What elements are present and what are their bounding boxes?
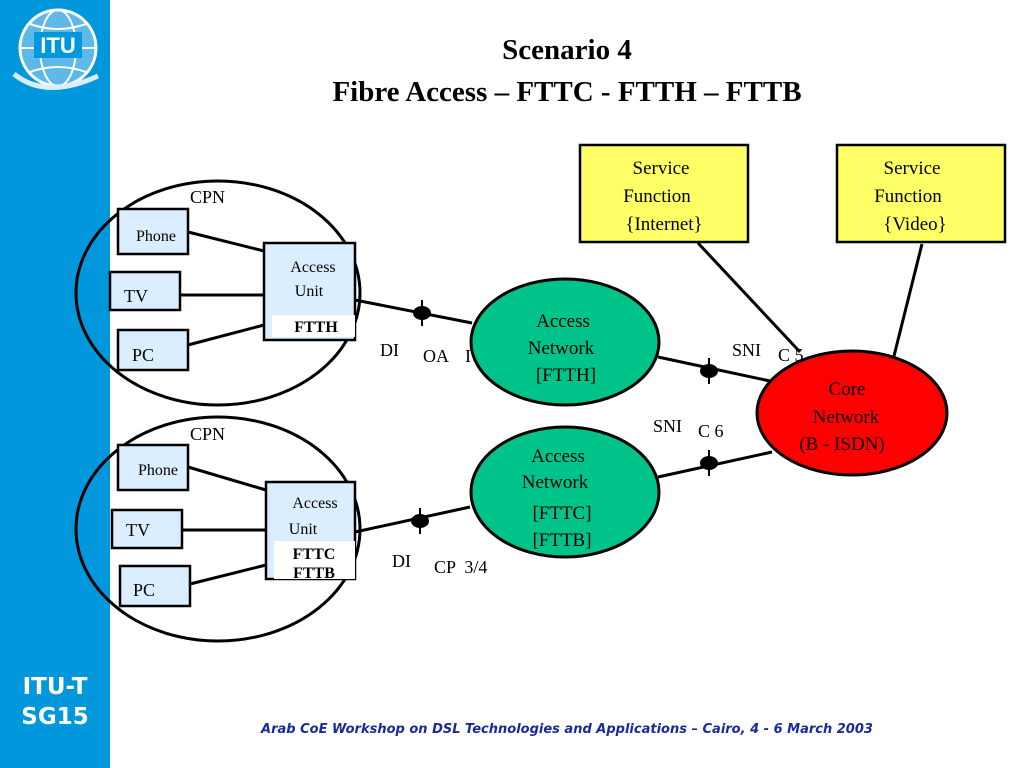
access-network-top: Access Network [FTTH] — [469, 277, 661, 407]
access-network-bottom-line1: Access — [531, 446, 585, 467]
access-unit-bottom-line2: Unit — [289, 521, 318, 538]
service-function-internet-box — [578, 143, 750, 244]
access-unit-bottom-type-line2: FTTB — [293, 565, 335, 582]
sni-bottom-label: SNI — [653, 416, 682, 436]
access-network-top-line1: Access — [536, 311, 590, 332]
pc-box-top — [116, 328, 190, 372]
access-network-top-shape — [469, 277, 661, 407]
sidebar-label-line2: SG15 — [21, 704, 89, 730]
tv-box-top — [108, 270, 182, 312]
sni-top-label: SNI — [732, 340, 761, 360]
pc-label-bottom: PC — [133, 580, 155, 600]
cpn-top-label: CPN — [190, 187, 225, 207]
access-network-top-line2: Network — [528, 338, 595, 359]
tv-box-bottom — [110, 508, 184, 550]
access-network-bottom: Access Network [FTTC] [FTTB] — [469, 425, 661, 559]
service-video-line2: Function — [874, 186, 942, 207]
interface-marker-di-top — [413, 300, 431, 326]
cpn-top-boundary — [74, 179, 362, 407]
interface-marker-sni-bottom — [700, 450, 718, 476]
service-internet-line1: Service — [633, 158, 690, 179]
phone-label-bottom: Phone — [138, 462, 178, 479]
di-bottom-label: DI — [392, 551, 411, 571]
slide-footer: Arab CoE Workshop on DSL Technologies an… — [261, 722, 873, 737]
sidebar-label-line1: ITU-T — [22, 674, 88, 700]
access-unit-top-type: FTTH — [294, 319, 338, 336]
access-network-bottom-line4: [FTTB] — [532, 530, 591, 551]
slide-title-line1: Scenario 4 — [502, 34, 632, 66]
interface-markers — [411, 300, 718, 534]
cpn-top: CPN Phone TV PC Access Unit FTTH — [74, 179, 362, 407]
service-video-line1: Service — [884, 158, 941, 179]
core-network-line1: Core — [829, 379, 866, 400]
interface-marker-sni-top — [700, 358, 718, 384]
access-network-top-line3: [FTTH] — [536, 365, 596, 386]
service-function-video-box — [835, 143, 1007, 244]
pc-label-top: PC — [132, 345, 154, 365]
service-function-internet: Service Function {Internet} — [578, 143, 750, 244]
tv-label-top: TV — [124, 286, 148, 306]
service-internet-line2: Function — [623, 186, 691, 207]
slide-title-line2: Fibre Access – FTTC - FTTH – FTTB — [332, 76, 802, 108]
c6-label: C 6 — [698, 421, 724, 441]
itu-logo: ITU — [12, 8, 100, 90]
service-function-video: Service Function {Video} — [835, 143, 1007, 244]
logo-text: ITU — [40, 33, 75, 58]
core-network-line2: Network — [813, 407, 880, 428]
access-unit-top-line1: Access — [290, 259, 335, 276]
access-network-bottom-line3: [FTTC] — [532, 503, 591, 524]
phone-box-top — [116, 207, 190, 256]
sidebar: ITU ITU-T SG15 — [0, 0, 110, 768]
sidebar-label: ITU-T SG15 — [0, 672, 110, 732]
access-network-bottom-shape — [469, 425, 661, 559]
oa-top-label-cut: I — [465, 346, 471, 366]
core-network-shape — [755, 349, 949, 477]
c5-label: C 5 — [778, 345, 804, 365]
access-unit-bottom-type-line1: FTTC — [293, 546, 336, 563]
interface-labels: DI OA I SNI C 5 SNI C 6 DI CP 3/4 — [380, 340, 804, 577]
cpn-bottom-boundary — [74, 415, 362, 643]
cpn-bottom-label: CPN — [190, 424, 225, 444]
access-unit-bottom-line1: Access — [292, 495, 337, 512]
cp-bottom-label: CP 3/4 — [434, 557, 487, 577]
core-network-line3: (B - ISDN) — [799, 434, 885, 455]
oa-top-label: OA — [423, 346, 449, 366]
phone-label-top: Phone — [136, 228, 176, 245]
pc-box-bottom — [118, 564, 192, 608]
tv-label-bottom: TV — [126, 520, 150, 540]
phone-box-bottom — [116, 443, 190, 492]
cpn-bottom: CPN Phone TV PC Access Unit FTTC FTTB — [74, 415, 362, 643]
access-network-bottom-line2: Network — [522, 472, 589, 493]
core-network: Core Network (B - ISDN) — [755, 349, 949, 477]
interface-marker-di-bottom — [411, 508, 429, 534]
service-internet-line3: {Internet} — [625, 214, 702, 235]
access-unit-top-line2: Unit — [295, 283, 324, 300]
di-top-label: DI — [380, 340, 399, 360]
service-video-line3: {Video} — [883, 214, 947, 235]
